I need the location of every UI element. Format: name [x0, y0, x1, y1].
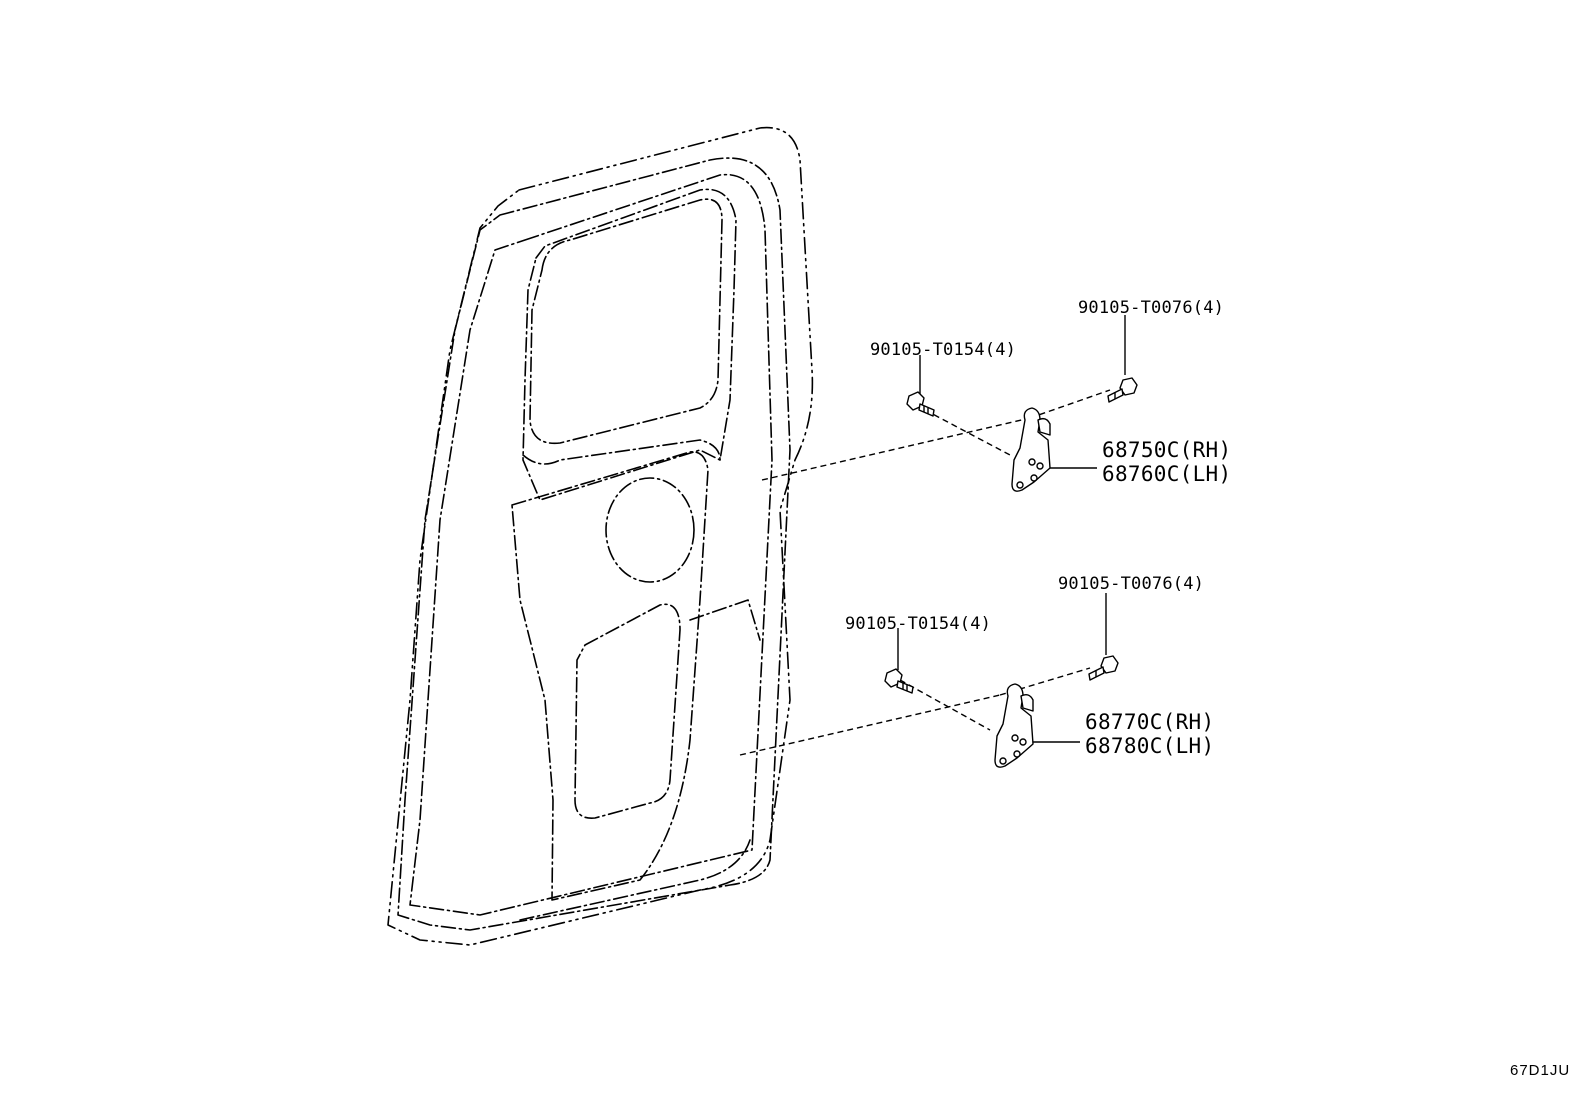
rear-door-outline: [387, 126, 814, 946]
bolt-icon: [1088, 655, 1119, 681]
callout-bolt-upper-right: 90105-T0076(4): [1078, 298, 1225, 318]
callout-hinge-upper-rh: 68750C(RH): [1102, 438, 1232, 462]
callout-hinge-upper-lh: 68760C(LH): [1102, 462, 1232, 486]
bolt-icon: [1107, 377, 1138, 403]
callout-hinge-lower-lh: 68780C(LH): [1085, 734, 1215, 758]
bolt-icon: [906, 391, 935, 417]
bolt-icon: [884, 668, 914, 694]
upper-hinge-assembly: [761, 315, 1138, 492]
hinge-icon: [1011, 407, 1051, 492]
hinge-icon: [994, 683, 1034, 768]
callout-hinge-lower-rh: 68770C(RH): [1085, 710, 1215, 734]
illustration-code: 67D1JU: [1510, 1062, 1571, 1079]
callout-bolt-lower-right: 90105-T0076(4): [1058, 574, 1205, 594]
callout-bolt-upper-left: 90105-T0154(4): [870, 340, 1017, 360]
callout-bolt-lower-left: 90105-T0154(4): [845, 614, 992, 634]
lower-hinge-assembly: [739, 593, 1119, 768]
